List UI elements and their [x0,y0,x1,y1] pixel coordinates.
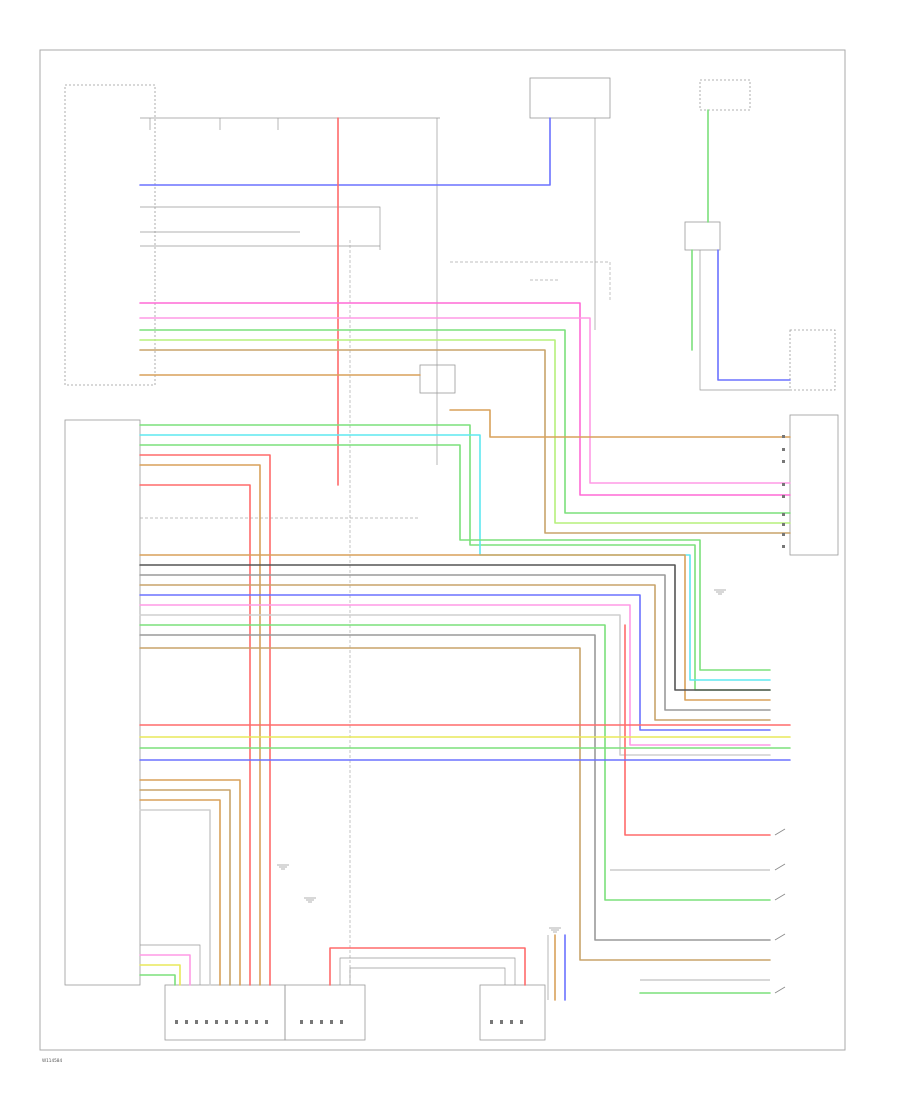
control-unit-lower [64,419,141,986]
bottom-pin-row-mid [300,1020,343,1024]
center-relay-box [419,364,456,394]
wire-gray-b2 [139,614,771,756]
wire-dash-h2 [450,261,611,300]
wire-gray-right [699,250,790,391]
wire-gray-dn1 [139,809,211,986]
wire-tan-1 [139,349,791,534]
wire-green-low2 [139,444,771,671]
wire-blue-b1 [139,594,771,731]
wire-orange-dn2 [139,799,221,986]
wire-red-switch [624,624,771,836]
wire-gray-bot3 [349,967,506,985]
wire-yellow-bot [139,964,181,986]
bottom-connector-right [479,984,546,1041]
bottom-pin-row-left [175,1020,268,1024]
ground-symbol-3 [714,589,726,595]
ground-symbol-4 [549,927,561,933]
wire-green-1 [139,329,791,514]
wire-green-b1 [139,624,771,901]
wire-red-bot [329,947,526,986]
wire-gray-h2 [140,206,381,250]
wire-orange-2 [449,409,791,438]
wire-gray-b3 [139,634,771,941]
wire-gray-bot2 [339,957,516,985]
bottom-connector-left [164,984,286,1041]
right-module-box [789,414,839,556]
bottom-connector-mid [284,984,366,1041]
right-relay-box [684,221,721,251]
wire-orange-low1 [139,464,261,986]
right-connector-box [789,329,836,391]
wire-tan-dn1 [139,789,231,986]
wire-dark-b1 [139,564,771,691]
top-relay-box [529,77,611,119]
control-unit-upper [64,84,156,386]
wire-pink-bot [139,954,191,986]
wire-pink-b1 [139,604,771,746]
wire-blue-right [717,249,791,381]
wire-red-low1 [139,454,271,986]
wire-pink-2 [139,317,791,484]
bottom-pin-row-right [490,1020,523,1024]
wire-orange-b1 [139,554,771,701]
wire-tan-b2 [139,647,771,961]
diagram-frame [39,49,846,1051]
wire-green-bot [139,974,176,986]
wire-gray-b1 [139,574,771,711]
wire-red-low2 [139,484,251,986]
top-right-switch-box [699,79,751,111]
wire-pink-1 [139,302,791,496]
ground-symbol-1 [277,864,289,870]
wire-green-2 [139,339,791,524]
wire-blue-top [139,117,551,186]
right-connector-pins [782,435,785,548]
wire-gray-bot1 [140,944,201,985]
wire-orange-dn1 [139,779,241,986]
ground-symbol-2 [304,897,316,903]
diagram-code: W114584 [42,1058,62,1063]
switch-symbols [774,828,786,994]
wire-tan-b1 [139,584,771,721]
